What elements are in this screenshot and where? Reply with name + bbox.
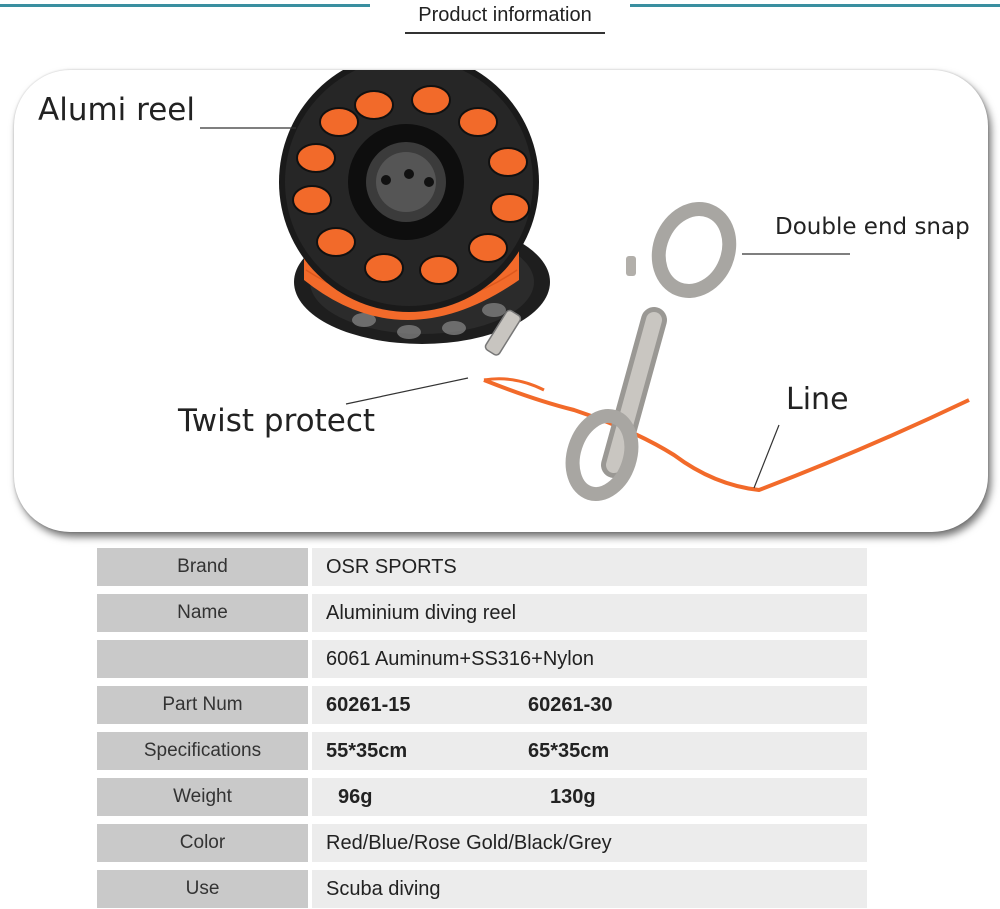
spec-value-2: 65*35cm bbox=[528, 740, 610, 762]
spec-value: Scuba diving bbox=[326, 878, 441, 900]
spec-row-material: 6061 Auminum+SS316+Nylon bbox=[97, 640, 867, 678]
header-line-right bbox=[630, 4, 1000, 7]
spec-label: Brand bbox=[97, 548, 308, 586]
spec-label: Weight bbox=[97, 778, 308, 816]
callout-twist-protect: Twist protect bbox=[178, 403, 376, 439]
spec-value-2: 130g bbox=[550, 786, 596, 808]
spec-row-color: Color Red/Blue/Rose Gold/Black/Grey bbox=[97, 824, 867, 862]
double-end-snap bbox=[565, 202, 737, 502]
spec-label: Name bbox=[97, 594, 308, 632]
spec-row-specifications: Specifications 55*35cm 65*35cm bbox=[97, 732, 867, 770]
product-photo-card: Alumi reel Double end snap Line Twist pr… bbox=[14, 70, 988, 532]
spec-value: Red/Blue/Rose Gold/Black/Grey bbox=[326, 832, 612, 854]
callout-double-end-snap: Double end snap bbox=[775, 214, 970, 240]
spec-value-2: 60261-30 bbox=[528, 694, 613, 716]
spec-label: Part Num bbox=[97, 686, 308, 724]
spec-label: Specifications bbox=[97, 732, 308, 770]
spec-row-use: Use Scuba diving bbox=[97, 870, 867, 908]
spec-label: Color bbox=[97, 824, 308, 862]
spec-value: 60261-15 bbox=[326, 694, 411, 716]
spec-value: 55*35cm bbox=[326, 740, 408, 762]
spec-label bbox=[97, 640, 308, 678]
twist-protect-sleeve bbox=[484, 309, 522, 356]
dive-reel-illustration bbox=[200, 70, 970, 502]
trailing-line bbox=[483, 378, 970, 493]
spec-row-weight: Weight 96g 130g bbox=[97, 778, 867, 816]
spec-value: 6061 Auminum+SS316+Nylon bbox=[326, 648, 594, 670]
callout-alumi-reel: Alumi reel bbox=[38, 92, 195, 128]
spec-row-part-num: Part Num 60261-15 60261-30 bbox=[97, 686, 867, 724]
spec-row-brand: Brand OSR SPORTS bbox=[97, 548, 867, 586]
header-line-left bbox=[0, 4, 370, 7]
callout-leader-lines bbox=[200, 127, 850, 489]
spec-row-name: Name Aluminium diving reel bbox=[97, 594, 867, 632]
spec-value: 96g bbox=[338, 786, 373, 808]
callout-line: Line bbox=[786, 382, 849, 417]
section-title: Product information bbox=[405, 0, 605, 34]
spec-value: OSR SPORTS bbox=[326, 556, 457, 578]
spec-value: Aluminium diving reel bbox=[326, 602, 517, 624]
spec-label: Use bbox=[97, 870, 308, 908]
